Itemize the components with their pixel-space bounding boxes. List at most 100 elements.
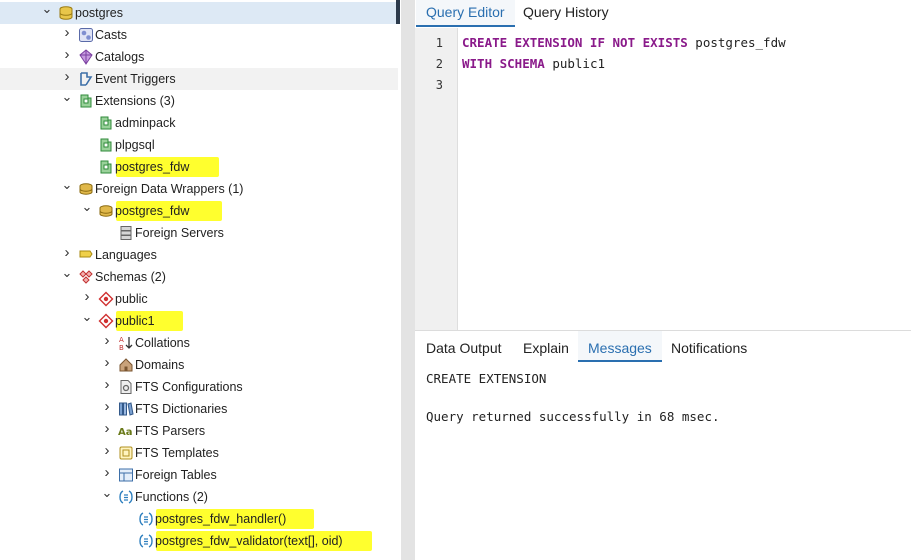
function-icon: [138, 533, 154, 549]
fts-dictionary-icon: [118, 401, 134, 417]
tree-scrollbar-thumb[interactable]: [396, 0, 400, 24]
chevron-right-icon[interactable]: ›: [64, 46, 70, 63]
tree-row-domains[interactable]: › Domains: [0, 354, 398, 376]
chevron-right-icon[interactable]: ›: [64, 68, 70, 85]
tree-row-fts-configurations[interactable]: › FTS Configurations: [0, 376, 398, 398]
highlight-marker: [116, 311, 183, 331]
tree-row-postgres-fdw[interactable]: postgres_fdw: [0, 156, 398, 178]
tab-data-output[interactable]: Data Output: [426, 340, 502, 356]
tree-row-casts[interactable]: › Casts: [0, 24, 398, 46]
tree-row-postgres[interactable]: ⌄ postgres: [0, 2, 398, 24]
tree-row-label: postgres: [75, 6, 123, 20]
tree-row-fts-dictionaries[interactable]: › FTS Dictionaries: [0, 398, 398, 420]
tree-row-functions-2[interactable]: ⌄ Functions (2): [0, 486, 398, 508]
chevron-down-icon[interactable]: ⌄: [81, 309, 93, 324]
chevron-down-icon[interactable]: ⌄: [61, 177, 73, 192]
chevron-right-icon[interactable]: ›: [64, 24, 70, 41]
panel-splitter[interactable]: [401, 0, 415, 560]
output-tab-bar: Data Output Explain Messages Notificatio…: [415, 330, 911, 364]
schema-icon: [98, 291, 114, 307]
foreign-table-icon: [118, 467, 134, 483]
tree-row-label: adminpack: [115, 116, 176, 130]
tree-row-languages[interactable]: ›Languages: [0, 244, 398, 266]
extension-icon: [98, 115, 114, 131]
sql-editor[interactable]: 1 2 3 CREATE EXTENSION IF NOT EXISTS pos…: [415, 28, 911, 330]
tree-row-fts-templates[interactable]: › FTS Templates: [0, 442, 398, 464]
tree-row-label: Collations: [135, 336, 190, 350]
tree-row-postgres-fdw[interactable]: ⌄postgres_fdw: [0, 200, 398, 222]
code-line-1: CREATE EXTENSION IF NOT EXISTS postgres_…: [462, 35, 786, 50]
tree-row-label: public1: [115, 314, 155, 328]
tree-row-postgres-fdw-handler[interactable]: postgres_fdw_handler(): [0, 508, 398, 530]
tree-row-label: FTS Dictionaries: [135, 402, 228, 416]
chevron-down-icon[interactable]: ⌄: [81, 199, 93, 214]
extension-icon: [98, 137, 114, 153]
chevron-right-icon[interactable]: ›: [104, 332, 110, 349]
tree-row-label: Functions (2): [135, 490, 208, 504]
function-icon: [138, 511, 154, 527]
tree-row-schemas-2[interactable]: ⌄Schemas (2): [0, 266, 398, 288]
tree-row-label: Event Triggers: [95, 72, 176, 86]
sql-identifier: postgres_fdw: [687, 35, 786, 50]
highlight-marker: [156, 509, 314, 529]
fts-parser-icon: Aa: [118, 423, 134, 439]
tree-row-catalogs[interactable]: ›Catalogs: [0, 46, 398, 68]
tab-query-history[interactable]: Query History: [523, 4, 609, 20]
line-number: 1: [435, 36, 443, 50]
tab-query-editor[interactable]: Query Editor: [416, 0, 515, 27]
tree-row-public1[interactable]: ⌄ public1: [0, 310, 398, 332]
chevron-right-icon[interactable]: ›: [104, 442, 110, 459]
tab-notifications[interactable]: Notifications: [671, 340, 748, 356]
sql-keyword: WITH SCHEMA: [462, 56, 545, 71]
line-number: 3: [435, 78, 443, 92]
tab-explain[interactable]: Explain: [523, 340, 569, 356]
tree-row-postgres-fdw-validator-text-oid[interactable]: postgres_fdw_validator(text[], oid): [0, 530, 398, 552]
chevron-right-icon[interactable]: ›: [104, 354, 110, 371]
chevron-down-icon[interactable]: ⌄: [101, 485, 113, 500]
tree-row-adminpack[interactable]: adminpack: [0, 112, 398, 134]
tree-row-event-triggers[interactable]: › Event Triggers: [0, 68, 398, 90]
editor-tab-bar: Query Editor Query History: [415, 0, 911, 29]
function-icon: [118, 489, 134, 505]
tree-row-foreign-tables[interactable]: ›Foreign Tables: [0, 464, 398, 486]
chevron-down-icon[interactable]: ⌄: [61, 89, 73, 104]
tree-row-plpgsql[interactable]: plpgsql: [0, 134, 398, 156]
messages-output: CREATE EXTENSION Query returned successf…: [415, 363, 911, 560]
domain-icon: [118, 357, 134, 373]
chevron-right-icon[interactable]: ›: [104, 420, 110, 437]
fts-template-icon: [118, 445, 134, 461]
tree-row-label: Foreign Data Wrappers (1): [95, 182, 244, 196]
highlight-marker: [116, 201, 222, 221]
tab-messages[interactable]: Messages: [578, 331, 662, 362]
chevron-down-icon[interactable]: ⌄: [61, 265, 73, 280]
chevron-right-icon[interactable]: ›: [104, 376, 110, 393]
chevron-right-icon[interactable]: ›: [64, 244, 70, 261]
tree-row-label: public: [115, 292, 148, 306]
tree-row-foreign-servers[interactable]: Foreign Servers: [0, 222, 398, 244]
tree-row-label: FTS Configurations: [135, 380, 243, 394]
foreign-server-icon: [118, 225, 134, 241]
svg-text:Aa: Aa: [118, 427, 133, 438]
chevron-right-icon[interactable]: ›: [84, 288, 90, 305]
sql-keyword: CREATE EXTENSION IF NOT EXISTS: [462, 35, 688, 50]
tree-row-label: postgres_fdw: [115, 160, 190, 174]
tree-row-foreign-data-wrappers-1[interactable]: ⌄ Foreign Data Wrappers (1): [0, 178, 398, 200]
line-number: 2: [435, 57, 443, 71]
tree-row-public[interactable]: › public: [0, 288, 398, 310]
query-tool-panel: Query Editor Query History 1 2 3 CREATE …: [415, 0, 911, 560]
extension-icon: [78, 93, 94, 109]
tree-row-label: FTS Templates: [135, 446, 219, 460]
tree-row-label: postgres_fdw_handler(): [155, 512, 287, 526]
chevron-right-icon[interactable]: ›: [104, 464, 110, 481]
fdw-icon: [78, 181, 94, 197]
object-browser-tree[interactable]: ⌄postgres›Casts›Catalogs›Event Triggers⌄…: [0, 0, 400, 560]
chevron-right-icon[interactable]: ›: [104, 398, 110, 415]
tree-row-label: Domains: [135, 358, 185, 372]
schemas-icon: [78, 269, 94, 285]
tree-row-extensions-3[interactable]: ⌄Extensions (3): [0, 90, 398, 112]
extension-icon: [98, 159, 114, 175]
chevron-down-icon[interactable]: ⌄: [41, 1, 53, 16]
tree-row-label: Casts: [95, 28, 127, 42]
